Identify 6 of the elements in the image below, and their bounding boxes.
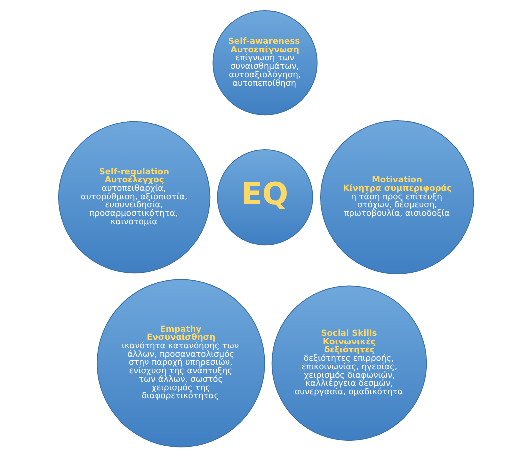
node-circle: Social Skills Κοινωνικές δεξιότητες δεξιότητες επιρροής, επικοινωνίας, ηγεσίας, χειρισμός διαφωνιών, καλλιέργεια δεσμών, συνεργασία, ομαδικότητα bbox=[271, 286, 427, 442]
node-circle: Motivation Κίνητρα συμπεριφοράς η τάση προς επίτευξη στόχων, δέσμευση, πρωτοβουλία, αισιοδοξία bbox=[320, 120, 474, 275]
node-circle: Empathy Ενσυναίσθηση ικανότητα κατανόησης των άλλων, προσανατολισμός στην παροχή υπηρεσιών, ενίσχυση της ανάπτυξης των άλλων, σωστός χειρισμός της διαφορετικότητας bbox=[96, 279, 265, 448]
node-circle: Self-regulation Αυτοέλεγχος αυτοπειθαρχία, αυτορύθμιση, αξιοπιστία, ευσυνειδησία, προσαρμοστικότητα, καινοτομία bbox=[58, 121, 210, 274]
node-circle: EQ bbox=[216, 149, 313, 246]
node-circle: Self-awareness Αυτοεπίγνωση επίγνωση των συναισθημάτων, αυτοαξιολόγηση, αυτοπεποίθηση bbox=[212, 10, 318, 116]
